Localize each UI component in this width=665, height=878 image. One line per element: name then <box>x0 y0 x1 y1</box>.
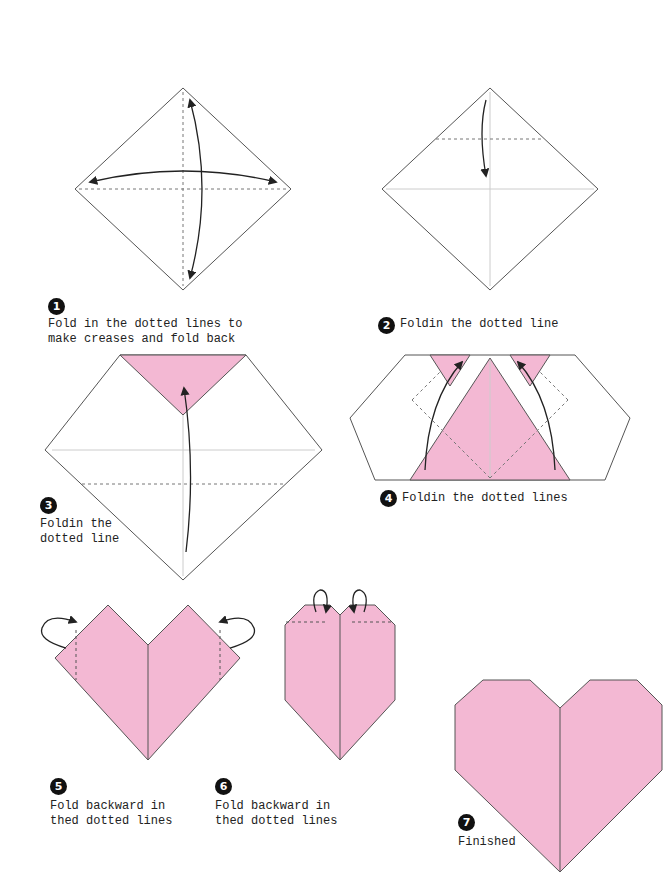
step-number: 5 <box>50 778 67 795</box>
step-number: 1 <box>48 298 65 315</box>
step-caption: Foldin the dotted line <box>40 517 120 547</box>
step-caption: Foldin the dotted line <box>400 317 600 332</box>
step-number: 2 <box>378 317 395 334</box>
step-number: 3 <box>40 497 57 514</box>
step-caption: Foldin the dotted lines <box>402 491 602 506</box>
step-caption: Finished <box>458 835 528 850</box>
step-caption: Fold backward in thed dotted lines <box>50 799 180 829</box>
step-caption: Fold in the dotted lines to make creases… <box>48 317 253 347</box>
step-number: 7 <box>458 814 475 831</box>
step-number: 6 <box>215 778 232 795</box>
step-caption: Fold backward in thed dotted lines <box>215 799 345 829</box>
step-number: 4 <box>380 490 397 507</box>
